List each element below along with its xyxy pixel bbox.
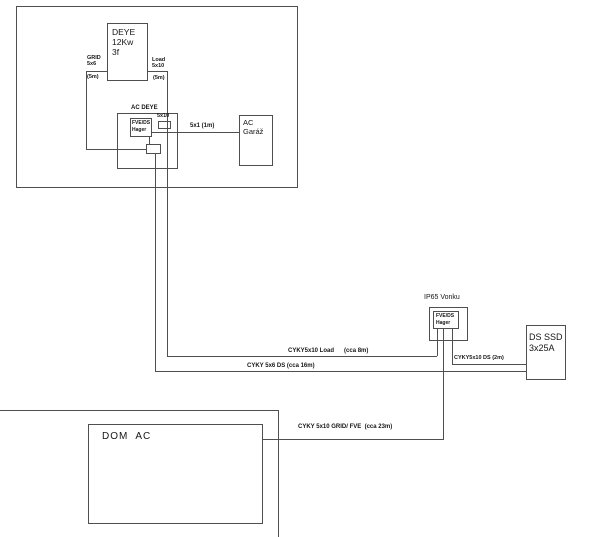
- grid-fve-cable-run: [263, 439, 443, 440]
- deye-inverter-label: DEYE 12Kw 3f: [112, 27, 136, 58]
- ip65-label: IP65 Vonku: [424, 294, 460, 301]
- ip65-drop-load: [437, 329, 438, 356]
- house-wall-top: [0, 410, 278, 411]
- load-cable-run: [167, 356, 437, 357]
- ds-ssd-box: [526, 325, 566, 380]
- grid-wire-top: [86, 71, 107, 72]
- load-wire-drop: [167, 71, 168, 356]
- ac-garage-label: AC Garáž: [243, 118, 264, 136]
- grid-fve-cable-label: CYKY 5x10 GRID/ FVE (cca 23m): [298, 424, 393, 430]
- garage-feed-label: 5x1 (1m): [190, 123, 215, 129]
- hager-contactor-link: [149, 137, 150, 144]
- fve-ds-hager-breaker-box: [130, 118, 152, 137]
- building-outline-top: [16, 6, 298, 188]
- ip65-drop-ds: [452, 329, 453, 364]
- dom-ac-box: [88, 424, 263, 524]
- ds-cable-drop: [155, 154, 156, 371]
- ds-ssd-label: DS SSD 3x25A: [529, 332, 563, 354]
- ds2-cable-run: [452, 364, 526, 365]
- ac-deye-label: AC DEYE: [131, 105, 158, 111]
- ds-cable-run: [155, 371, 526, 372]
- ip65-drop-grid-fve: [443, 329, 444, 440]
- contactor-box: [146, 144, 161, 154]
- garage-feed-wire: [152, 132, 239, 133]
- load-length-label: (5m): [153, 75, 165, 81]
- house-wall-right: [278, 410, 279, 537]
- grid-wire-drop: [86, 71, 87, 149]
- ds16-cable-label: CYKY 5x6 DS (cca 16m): [247, 363, 315, 369]
- ip65-hager-box: [433, 311, 459, 329]
- ip65-enclosure-box: [429, 307, 468, 341]
- load-cable-label: CYKY5x10 Load (cca 8m): [288, 348, 369, 354]
- ac-garage-box: [239, 115, 273, 166]
- ip65-hager-label: FVE/DS Hager: [436, 313, 455, 326]
- load-wire-top: [148, 71, 167, 72]
- ds2-cable-label: CYKY5x10 DS (2m): [454, 355, 504, 361]
- ac-deye-enclosure-box: [117, 113, 178, 169]
- deye-inverter-box: [107, 23, 148, 81]
- fve-ds-hager-breaker-label: FVE/DS Hager: [132, 120, 151, 133]
- load-port-label: Load 5x10: [152, 57, 166, 70]
- grid-wire-run: [86, 149, 146, 150]
- breaker-5x10-box: [158, 121, 171, 129]
- breaker-5x10-label: 5x10: [157, 113, 170, 119]
- dom-ac-label: DOM AC: [102, 431, 152, 442]
- grid-length-label: (5m): [87, 74, 99, 80]
- grid-port-label: GRID 5x6: [87, 55, 101, 68]
